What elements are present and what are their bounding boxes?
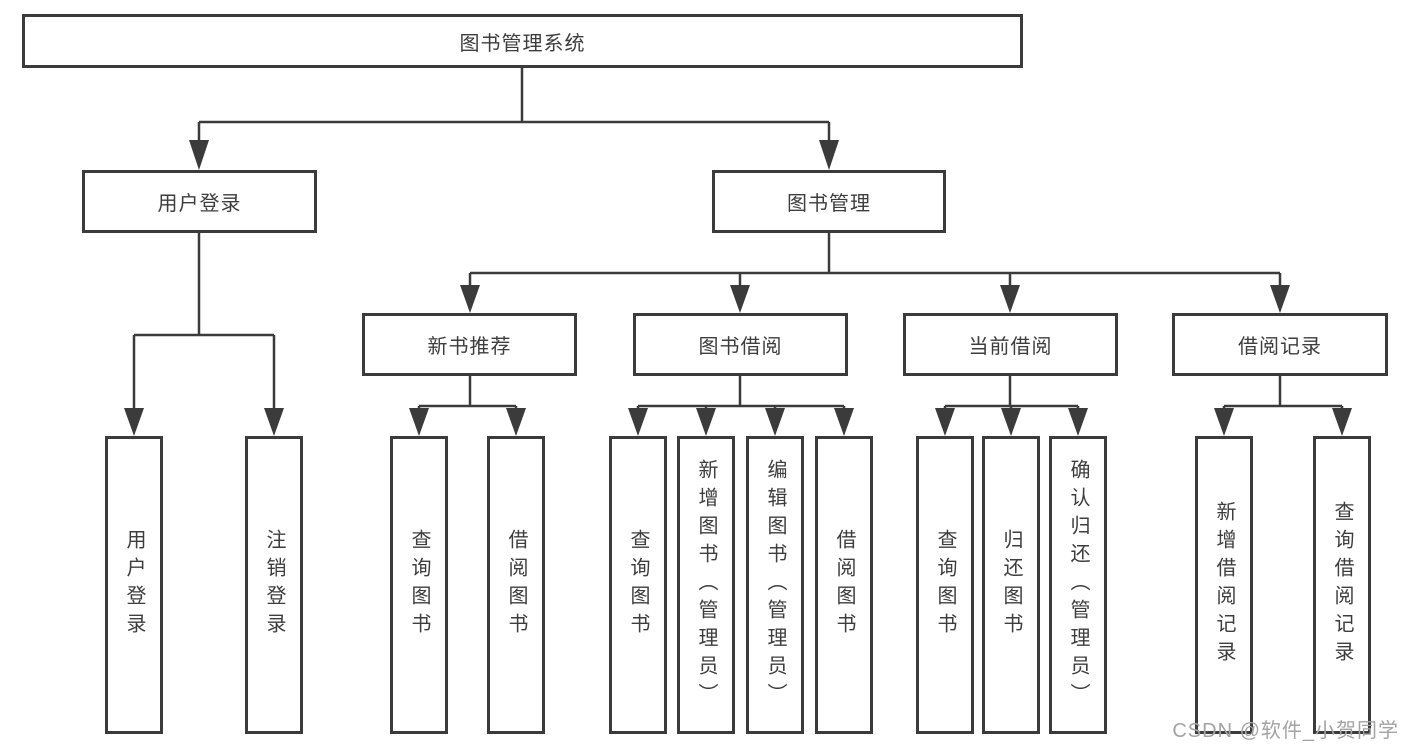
arrowhead-icon: [1001, 408, 1021, 436]
node-label: 查询图书: [934, 529, 956, 641]
arrowhead-icon: [1214, 408, 1234, 436]
node-label: 当前借阅: [968, 336, 1053, 358]
node-new-book-recommend: 新书推荐: [362, 313, 577, 376]
leaf-logout: 注销登录: [245, 436, 303, 734]
node-label: 新增借阅记录: [1213, 501, 1235, 669]
node-label: 用户登录: [157, 193, 242, 215]
node-label: 借阅图书: [505, 529, 527, 641]
node-label: 图书借阅: [698, 336, 783, 358]
leaf-confirm-return-admin: 确认归还（管理员）: [1049, 436, 1107, 734]
arrowhead-icon: [264, 408, 284, 436]
leaf-borrow-books: 借阅图书: [487, 436, 545, 734]
arrowhead-icon: [409, 408, 429, 436]
arrowhead-icon: [834, 408, 854, 436]
node-borrow-records: 借阅记录: [1172, 313, 1388, 376]
leaf-query-books: 查询图书: [916, 436, 974, 734]
leaf-return-books: 归还图书: [982, 436, 1040, 734]
leaf-user-login: 用户登录: [105, 436, 163, 734]
node-library-management-system: 图书管理系统: [22, 14, 1023, 68]
node-label: 归还图书: [1000, 529, 1022, 641]
node-book-borrow: 图书借阅: [633, 313, 848, 376]
node-current-borrow: 当前借阅: [903, 313, 1118, 376]
arrowhead-icon: [1332, 408, 1352, 436]
leaf-borrow-books: 借阅图书: [815, 436, 873, 734]
arrowhead-icon: [124, 408, 144, 436]
arrowhead-icon: [730, 285, 750, 313]
arrowhead-icon: [1000, 285, 1020, 313]
node-label: 借阅记录: [1238, 336, 1322, 358]
node-book-management: 图书管理: [712, 170, 946, 233]
arrowhead-icon: [506, 408, 526, 436]
leaf-add-borrow-record: 新增借阅记录: [1195, 436, 1253, 734]
node-label: 新增图书（管理员）: [695, 459, 717, 711]
arrowhead-icon: [935, 408, 955, 436]
node-label: 编辑图书（管理员）: [764, 459, 786, 711]
leaf-query-books: 查询图书: [609, 436, 667, 734]
node-label: 借阅图书: [833, 529, 855, 641]
arrowhead-icon: [1068, 408, 1088, 436]
node-label: 注销登录: [263, 529, 285, 641]
leaf-query-books: 查询图书: [390, 436, 448, 734]
leaf-query-borrow-record: 查询借阅记录: [1313, 436, 1371, 734]
arrowhead-icon: [696, 408, 716, 436]
leaf-edit-books-admin: 编辑图书（管理员）: [746, 436, 804, 734]
arrowhead-icon: [628, 408, 648, 436]
leaf-add-books-admin: 新增图书（管理员）: [677, 436, 735, 734]
node-label: 查询图书: [627, 529, 649, 641]
node-label: 图书管理: [787, 193, 871, 215]
arrowhead-icon: [189, 140, 209, 170]
node-label: 查询图书: [408, 529, 430, 641]
node-label: 图书管理系统: [459, 32, 586, 55]
node-label: 查询借阅记录: [1331, 501, 1353, 669]
arrowhead-icon: [819, 140, 839, 170]
arrowhead-icon: [1270, 285, 1290, 313]
arrowhead-icon: [765, 408, 785, 436]
node-user-login: 用户登录: [82, 170, 317, 233]
node-label: 新书推荐: [427, 336, 512, 358]
node-label: 用户登录: [123, 529, 145, 641]
arrowhead-icon: [460, 285, 480, 313]
watermark: CSDN @软件_小贺同学: [1172, 720, 1399, 742]
node-label: 确认归还（管理员）: [1067, 459, 1089, 711]
